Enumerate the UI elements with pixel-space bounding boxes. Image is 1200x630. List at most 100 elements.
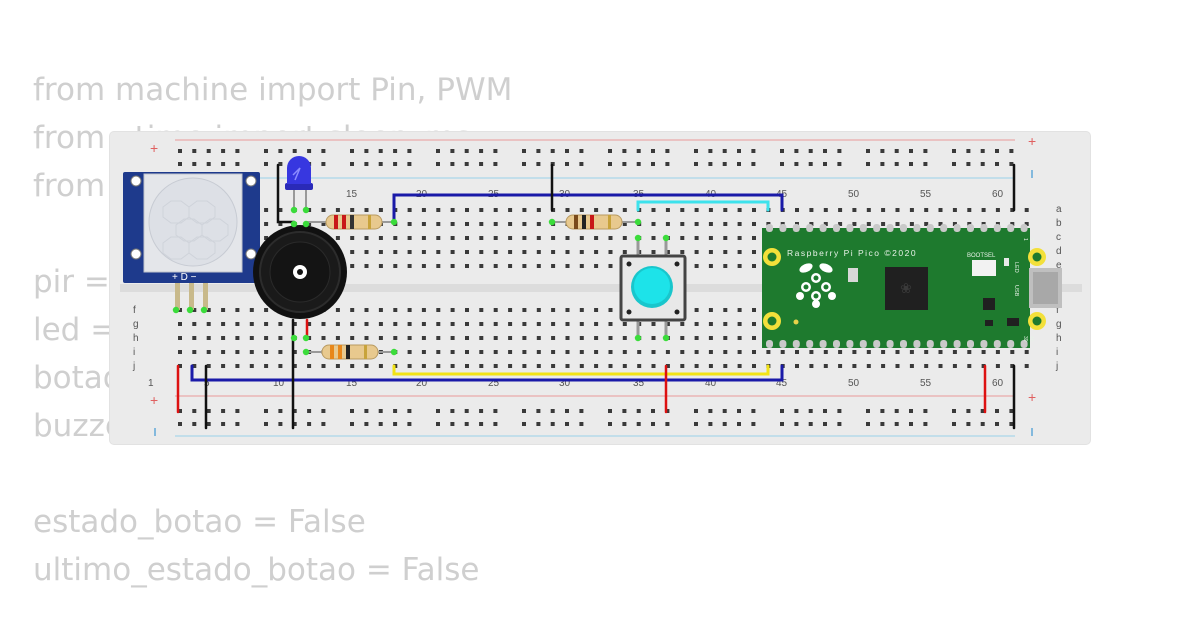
rail-hole[interactable] — [923, 162, 928, 166]
breadboard-hole[interactable] — [493, 250, 498, 254]
breadboard-hole[interactable] — [536, 222, 541, 226]
breadboard-hole[interactable] — [594, 364, 599, 368]
breadboard-hole[interactable] — [780, 350, 785, 354]
breadboard-hole[interactable] — [493, 322, 498, 326]
breadboard-hole[interactable] — [752, 236, 756, 240]
breadboard-hole[interactable] — [393, 264, 398, 268]
rail-hole[interactable] — [436, 162, 440, 166]
rail-hole[interactable] — [450, 422, 455, 426]
breadboard-hole[interactable] — [708, 336, 713, 340]
breadboard-hole[interactable] — [565, 208, 570, 212]
breadboard-hole[interactable] — [651, 222, 656, 226]
rail-hole[interactable] — [708, 409, 713, 413]
rail-hole[interactable] — [952, 149, 956, 153]
breadboard-hole[interactable] — [508, 350, 513, 354]
rail-hole[interactable] — [651, 162, 655, 166]
breadboard-hole[interactable] — [723, 322, 728, 326]
breadboard-hole[interactable] — [995, 350, 1000, 354]
rail-hole[interactable] — [536, 149, 541, 153]
breadboard-hole[interactable] — [809, 364, 814, 368]
rail-hole[interactable] — [235, 422, 240, 426]
breadboard-hole[interactable] — [809, 350, 814, 354]
breadboard-hole[interactable] — [335, 236, 340, 240]
rail-hole[interactable] — [722, 149, 727, 153]
breadboard-hole[interactable] — [178, 350, 182, 354]
breadboard-hole[interactable] — [321, 208, 326, 212]
breadboard-hole[interactable] — [479, 322, 484, 326]
rail-hole[interactable] — [393, 162, 398, 166]
breadboard-hole[interactable] — [522, 336, 527, 340]
breadboard-hole[interactable] — [508, 264, 513, 268]
rail-hole[interactable] — [292, 409, 297, 413]
breadboard-hole[interactable] — [579, 308, 584, 312]
rail-hole[interactable] — [665, 162, 670, 166]
breadboard-hole[interactable] — [235, 322, 240, 326]
breadboard-hole[interactable] — [608, 336, 613, 340]
breadboard-hole[interactable] — [952, 350, 957, 354]
pico-pin[interactable] — [886, 340, 894, 348]
breadboard-hole[interactable] — [421, 308, 426, 312]
blue-led[interactable] — [285, 156, 313, 210]
breadboard-hole[interactable] — [508, 222, 513, 226]
breadboard-hole[interactable] — [909, 364, 914, 368]
breadboard-hole[interactable] — [737, 264, 742, 268]
breadboard-hole[interactable] — [579, 364, 584, 368]
bootsel-button[interactable] — [972, 260, 996, 276]
breadboard-hole[interactable] — [852, 208, 857, 212]
breadboard-hole[interactable] — [723, 336, 728, 340]
breadboard-hole[interactable] — [551, 264, 556, 268]
breadboard-hole[interactable] — [465, 322, 469, 326]
breadboard-hole[interactable] — [565, 308, 570, 312]
breadboard-hole[interactable] — [450, 250, 455, 254]
rail-hole[interactable] — [665, 149, 670, 153]
rail-hole[interactable] — [665, 422, 670, 426]
breadboard-hole[interactable] — [651, 208, 656, 212]
breadboard-hole[interactable] — [206, 350, 211, 354]
breadboard-hole[interactable] — [694, 208, 699, 212]
breadboard-hole[interactable] — [651, 236, 656, 240]
breadboard-hole[interactable] — [737, 322, 742, 326]
breadboard-hole[interactable] — [436, 322, 441, 326]
breadboard-hole[interactable] — [307, 364, 312, 368]
breadboard-hole[interactable] — [981, 350, 986, 354]
rail-hole[interactable] — [350, 422, 354, 426]
breadboard-hole[interactable] — [465, 264, 469, 268]
rail-hole[interactable] — [393, 422, 398, 426]
pico-pin[interactable] — [967, 340, 974, 348]
breadboard-hole[interactable] — [536, 322, 541, 326]
breadboard-hole[interactable] — [795, 208, 799, 212]
breadboard-hole[interactable] — [1010, 222, 1015, 226]
breadboard-hole[interactable] — [350, 336, 355, 340]
rail-hole[interactable] — [837, 149, 842, 153]
breadboard-hole[interactable] — [967, 364, 972, 368]
rail-hole[interactable] — [307, 409, 312, 413]
breadboard-hole[interactable] — [249, 336, 254, 340]
breadboard-hole[interactable] — [407, 222, 412, 226]
breadboard-hole[interactable] — [752, 364, 756, 368]
pico-pin[interactable] — [819, 224, 827, 232]
rail-hole[interactable] — [708, 149, 713, 153]
rail-hole[interactable] — [464, 149, 469, 153]
rail-hole[interactable] — [479, 162, 484, 166]
rail-hole[interactable] — [206, 162, 211, 166]
breadboard-hole[interactable] — [708, 208, 713, 212]
rail-hole[interactable] — [192, 409, 197, 413]
breadboard-hole[interactable] — [838, 222, 843, 226]
breadboard-hole[interactable] — [479, 208, 484, 212]
rail-hole[interactable] — [321, 422, 326, 426]
rail-hole[interactable] — [995, 422, 999, 426]
rail-hole[interactable] — [321, 149, 326, 153]
breadboard-hole[interactable] — [866, 350, 871, 354]
rail-hole[interactable] — [909, 149, 913, 153]
rail-hole[interactable] — [350, 162, 354, 166]
breadboard-hole[interactable] — [579, 250, 584, 254]
breadboard-hole[interactable] — [522, 208, 527, 212]
breadboard-hole[interactable] — [594, 250, 599, 254]
pico-pin[interactable] — [766, 224, 773, 232]
rail-hole[interactable] — [522, 409, 526, 413]
breadboard-hole[interactable] — [278, 350, 283, 354]
breadboard-hole[interactable] — [264, 236, 269, 240]
breadboard-hole[interactable] — [522, 236, 527, 240]
breadboard-hole[interactable] — [637, 350, 642, 354]
breadboard-hole[interactable] — [594, 264, 599, 268]
